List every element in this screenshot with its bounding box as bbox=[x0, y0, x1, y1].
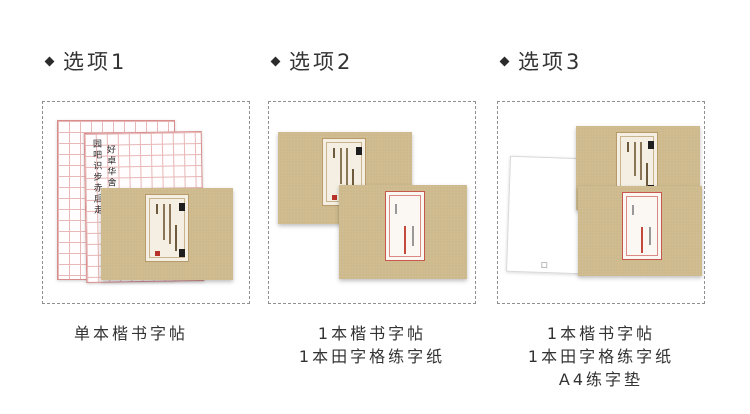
caption-line: 1本楷书字帖 bbox=[317, 324, 427, 343]
caption-line: A4练字垫 bbox=[558, 370, 644, 389]
practice-paper-label bbox=[385, 191, 425, 261]
option-3-title: 选项3 bbox=[499, 48, 583, 74]
copybook bbox=[101, 188, 233, 280]
a4-practice-pad bbox=[505, 155, 587, 275]
option-3-image[interactable] bbox=[497, 101, 705, 304]
diamond-bullet-icon bbox=[270, 56, 281, 66]
option-1-caption: 单本楷书字帖 bbox=[74, 322, 282, 345]
caption-line: 1本楷书字帖 bbox=[546, 324, 656, 343]
practice-paper-book bbox=[339, 185, 467, 279]
caption-line: 单本楷书字帖 bbox=[74, 324, 189, 343]
caption-line: 1本田字格练字纸 bbox=[527, 347, 675, 366]
diamond-bullet-icon bbox=[44, 56, 55, 66]
diamond-bullet-icon bbox=[499, 56, 510, 66]
practice-paper-label bbox=[622, 192, 662, 260]
practice-paper-book bbox=[578, 186, 702, 276]
option-2-caption: 1本楷书字帖 1本田字格练字纸 bbox=[268, 322, 476, 368]
option-1-title: 选项1 bbox=[44, 48, 128, 74]
option-3-card[interactable]: 选项3 bbox=[497, 0, 705, 414]
copybook-label bbox=[145, 194, 189, 262]
caption-line: 1本田字格练字纸 bbox=[298, 347, 446, 366]
option-3-title-text: 选项3 bbox=[518, 50, 583, 74]
option-2-title-text: 选项2 bbox=[289, 50, 354, 74]
option-3-caption: 1本楷书字帖 1本田字格练字纸 A4练字垫 bbox=[497, 322, 705, 391]
option-1-card[interactable]: 选项1 园吧识 步赤后 走 好卓华 舍年家 国 bbox=[42, 0, 250, 414]
option-2-title: 选项2 bbox=[270, 48, 354, 74]
option-1-title-text: 选项1 bbox=[63, 50, 128, 74]
option-2-card[interactable]: 选项2 1本楷书字帖 1 bbox=[268, 0, 476, 414]
option-1-image[interactable]: 园吧识 步赤后 走 好卓华 舍年家 国 bbox=[42, 101, 250, 304]
option-2-image[interactable] bbox=[268, 101, 476, 304]
